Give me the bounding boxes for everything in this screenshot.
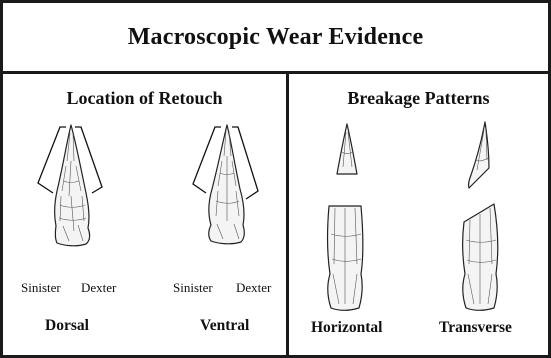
horizontal-tip-fragment — [327, 122, 367, 182]
ventral-caption: Ventral — [200, 317, 249, 335]
ventral-dexter-label: Dexter — [236, 280, 271, 296]
transverse-base-fragment — [456, 200, 506, 315]
breakage-patterns-panel: Breakage Patterns Horizontal Transverse — [289, 74, 548, 355]
title-bar: Macroscopic Wear Evidence — [3, 3, 548, 74]
horizontal-caption: Horizontal — [311, 319, 382, 337]
breakage-patterns-title: Breakage Patterns — [289, 88, 548, 109]
ventral-point-outline — [209, 125, 245, 244]
transverse-caption: Transverse — [439, 319, 512, 337]
dorsal-caption: Dorsal — [45, 317, 89, 335]
transverse-tip-fragment — [459, 120, 499, 190]
ventral-point-drawing — [188, 121, 268, 271]
horizontal-base-fragment — [321, 204, 371, 314]
location-of-retouch-title: Location of Retouch — [3, 88, 286, 109]
dorsal-sinister-label: Sinister — [21, 280, 61, 296]
location-of-retouch-panel: Location of Retouch Sinister Dexter Dors… — [3, 74, 289, 355]
figure-title: Macroscopic Wear Evidence — [128, 24, 424, 51]
dorsal-point-outline — [55, 125, 90, 246]
dorsal-dexter-label: Dexter — [81, 280, 116, 296]
dorsal-point-drawing — [33, 121, 113, 271]
ventral-sinister-label: Sinister — [173, 280, 213, 296]
